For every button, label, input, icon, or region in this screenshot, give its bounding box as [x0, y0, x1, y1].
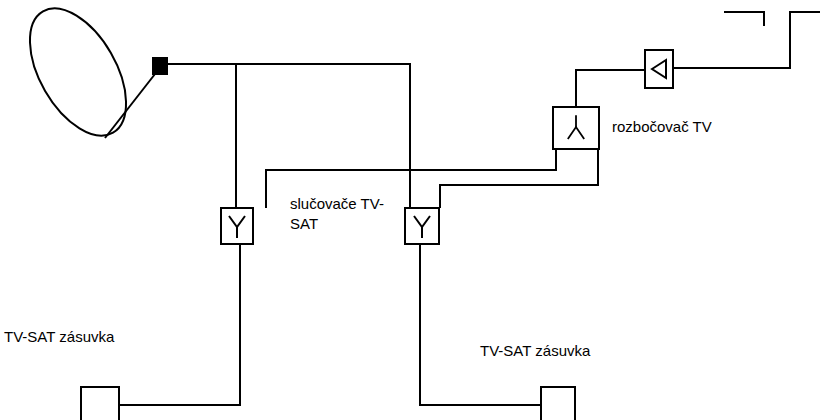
dish-arm [105, 74, 155, 138]
combiner-symbol [405, 208, 439, 244]
node-label: TV-SAT zásuvka [4, 328, 114, 347]
sat-wire [168, 64, 410, 208]
sat-wire [235, 64, 237, 208]
socket-wire [420, 244, 540, 405]
combiner-symbol [221, 208, 253, 244]
splitter-box: rozbočovač TV [552, 106, 600, 150]
satellite-dish [10, 0, 146, 152]
amplifier-symbol [645, 50, 673, 88]
socket-box: TV-SAT zásuvka [540, 386, 576, 420]
tv-wire [576, 70, 645, 106]
part-label: slučovače TV-SAT [290, 194, 386, 233]
lnb [152, 57, 168, 75]
socket-box: TV-SAT zásuvka [80, 386, 120, 420]
node-label: TV-SAT zásuvka [480, 342, 590, 361]
antenna-wire [673, 12, 820, 68]
node-label: rozbočovač TV [612, 118, 712, 137]
splitter-symbol [554, 108, 598, 148]
socket-wire [120, 244, 240, 405]
tv-wire [440, 150, 598, 208]
antenna-dipole [724, 12, 764, 26]
